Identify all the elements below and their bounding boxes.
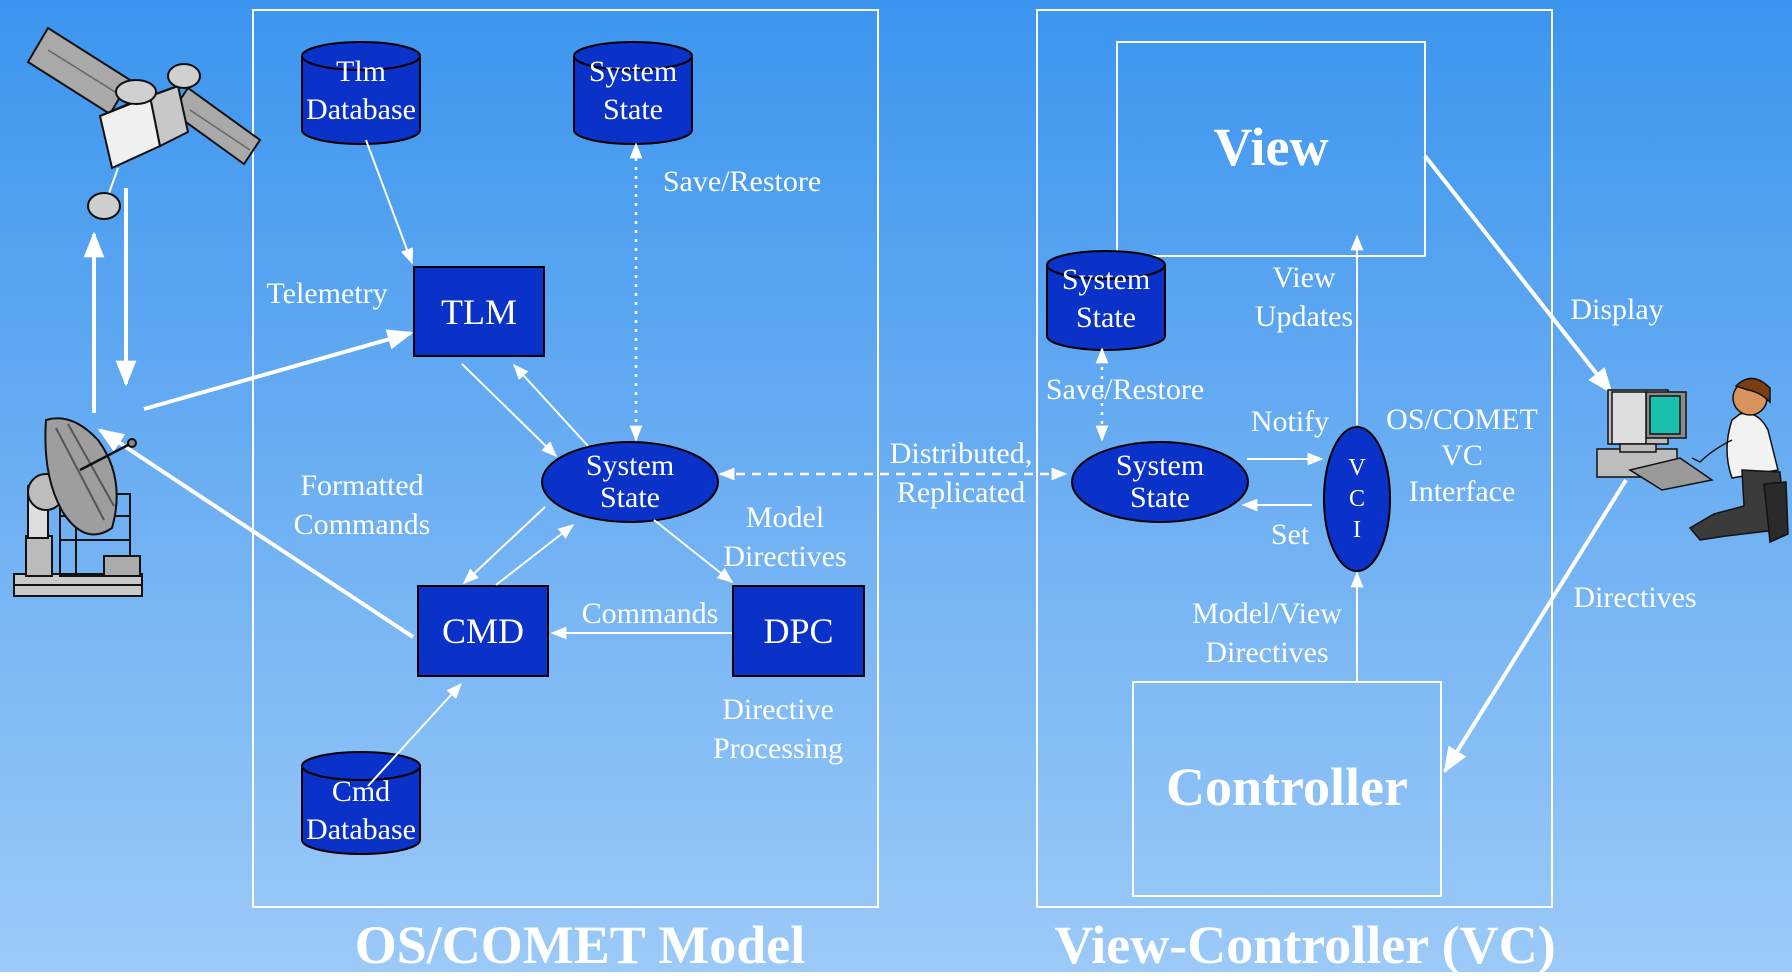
vc-panel-title: View-Controller (VC)	[1054, 915, 1556, 975]
system-state-model-ellipse	[541, 441, 719, 523]
satellite-icon	[26, 26, 262, 220]
cmd-box	[417, 585, 549, 677]
save-restore-vc-label: Save/Restore	[1045, 373, 1205, 406]
cmd-database-cylinder	[301, 751, 421, 855]
cmd-to-antenna-arrow	[97, 428, 415, 639]
cmd-label: CMD	[441, 611, 525, 651]
directives-label: Directives	[1573, 581, 1697, 614]
view-box	[1116, 41, 1426, 257]
display-label: Display	[1570, 293, 1664, 326]
controller-label: Controller	[1166, 757, 1408, 817]
commands-label: Commands	[581, 597, 719, 630]
telemetry-label: Telemetry	[266, 277, 388, 310]
tlm-database-cylinder	[301, 41, 421, 145]
directives-arrow	[1443, 478, 1628, 774]
tlmdb-to-tlm-arrow	[365, 139, 413, 265]
antenna-to-tlm-arrow	[143, 329, 414, 411]
controller-box	[1132, 681, 1442, 897]
vc-panel	[1036, 9, 1553, 908]
display-arrow	[1423, 154, 1613, 395]
vci-ellipse	[1323, 426, 1391, 572]
state-to-tlm-arrow	[512, 363, 589, 447]
cmddb-to-cmd-arrow	[367, 682, 463, 787]
save-restore-model-label: Save/Restore	[662, 165, 822, 198]
ground-antenna-icon	[13, 417, 143, 597]
model-panel-title: OS/COMET Model	[354, 915, 806, 975]
dpc-box	[732, 585, 865, 677]
cmd-to-state-arrow	[495, 524, 575, 586]
tlm-to-state-arrow	[461, 363, 558, 458]
dpc-label: DPC	[763, 611, 834, 651]
state-to-dpc-arrow	[653, 519, 734, 583]
distributed-replicated-label: Distributed,Replicated	[889, 437, 1033, 509]
tlm-box	[413, 266, 545, 357]
view-label: View	[1213, 117, 1329, 177]
tlm-label: TLM	[441, 291, 517, 332]
set-label: Set	[1270, 518, 1310, 551]
model-panel	[252, 9, 879, 908]
notify-label: Notify	[1250, 405, 1330, 438]
system-state-top-cylinder	[573, 41, 693, 145]
operator-workstation-icon	[1596, 377, 1789, 544]
system-state-vc-ellipse	[1071, 441, 1249, 523]
state-to-cmd-arrow	[462, 506, 546, 585]
